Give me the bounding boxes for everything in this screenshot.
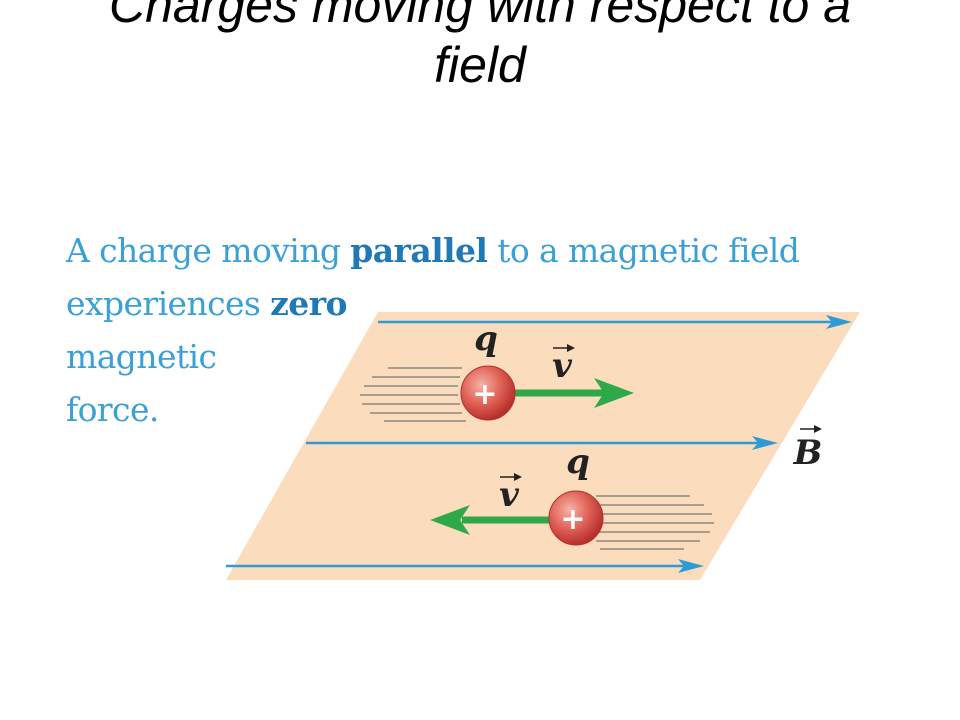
field-label: B: [793, 425, 823, 473]
charge-upper-symbol: +: [472, 377, 497, 412]
caption-emphasis-zero: zero: [270, 284, 347, 323]
velocity-arrow-upper: [512, 378, 634, 408]
caption-line-3: magnetic: [66, 337, 217, 376]
slide-title-line-2: field: [434, 37, 526, 93]
field-label-text: B: [793, 433, 823, 473]
velocity-arrow-lower: [430, 505, 556, 535]
charge-lower-label: q: [566, 442, 590, 482]
charge-lower: +: [548, 490, 604, 546]
diagram-caption: A charge moving parallel to a magnetic f…: [66, 224, 800, 436]
caption-line-4: force.: [66, 390, 159, 429]
velocity-upper-label: v: [552, 346, 573, 386]
velocity-lower-label: v: [499, 475, 520, 515]
motion-trail-lower: [594, 495, 714, 550]
caption-emphasis-parallel: parallel: [350, 231, 488, 270]
field-plane: [226, 312, 860, 580]
slide-title-line-1: Charges moving with respect to a: [108, 0, 852, 33]
charge-lower-symbol: +: [560, 502, 585, 537]
velocity-label-upper: v: [552, 344, 575, 386]
charge-upper: +: [460, 365, 516, 421]
caption-line-1: A charge moving parallel to a magnetic f…: [66, 231, 800, 270]
field-line-top: [378, 315, 852, 329]
field-line-bottom: [226, 559, 704, 573]
caption-line-2: experiences zero: [66, 284, 347, 323]
charge-upper-label: q: [474, 319, 498, 359]
motion-trail-upper: [360, 367, 466, 422]
field-line-middle: [306, 436, 778, 450]
velocity-label-lower: v: [499, 473, 522, 515]
